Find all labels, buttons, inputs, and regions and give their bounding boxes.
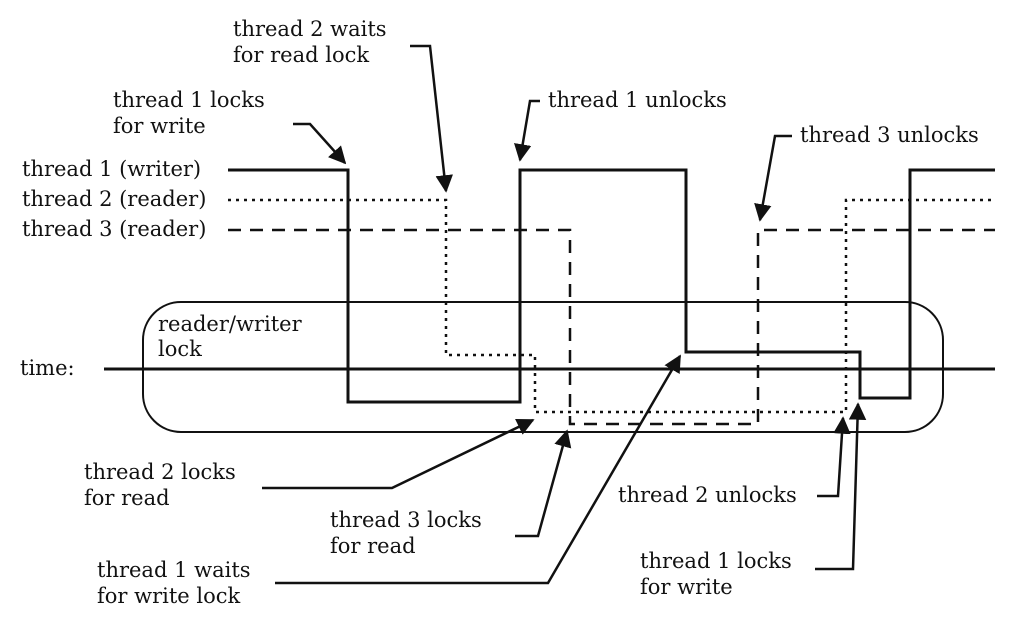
t2-waits-line1: thread 2 waits — [233, 17, 387, 41]
thread3-signal — [228, 228, 995, 426]
t1-waits-line1: thread 1 waits — [97, 558, 251, 582]
t1-waits-arrow — [275, 354, 682, 585]
t3-unlocks-label: thread 3 unlocks — [800, 123, 979, 147]
t1-locks-top-arrow — [293, 122, 347, 165]
t1-locks-top-line1: thread 1 locks — [113, 88, 265, 112]
thread3-label: thread 3 (reader) — [22, 217, 206, 241]
thread1-label: thread 1 (writer) — [22, 157, 201, 181]
t3-locks-line1: thread 3 locks — [330, 508, 482, 532]
t1-locks-bottom-line2: for write — [640, 575, 733, 599]
t1-locks-bottom-arrow — [815, 402, 867, 571]
t2-locks-line2: for read — [84, 486, 170, 510]
thread2-label: thread 2 (reader) — [22, 187, 206, 211]
thread2-signal — [228, 198, 995, 414]
t1-unlocks-label: thread 1 unlocks — [548, 88, 727, 112]
t1-unlocks-arrow — [514, 99, 540, 162]
t3-unlocks-arrow — [754, 134, 792, 222]
t2-locks-arrow — [262, 418, 535, 490]
t2-unlocks-label: thread 2 unlocks — [618, 483, 797, 507]
t2-waits-arrow — [410, 44, 453, 193]
t2-waits-line2: for read lock — [233, 43, 369, 67]
lock-label-line2: lock — [158, 337, 202, 361]
t3-locks-line2: for read — [330, 534, 416, 558]
t1-locks-bottom-line1: thread 1 locks — [640, 549, 792, 573]
t2-unlocks-arrow — [817, 416, 851, 498]
t3-locks-arrow — [515, 429, 572, 538]
t1-waits-line2: for write lock — [97, 584, 241, 608]
lock-region — [142, 301, 944, 433]
t2-locks-line1: thread 2 locks — [84, 460, 236, 484]
time-label: time: — [20, 356, 75, 380]
lock-label-line1: reader/writer — [158, 312, 303, 336]
thread1-signal — [228, 168, 995, 404]
t1-locks-top-line2: for write — [113, 114, 206, 138]
